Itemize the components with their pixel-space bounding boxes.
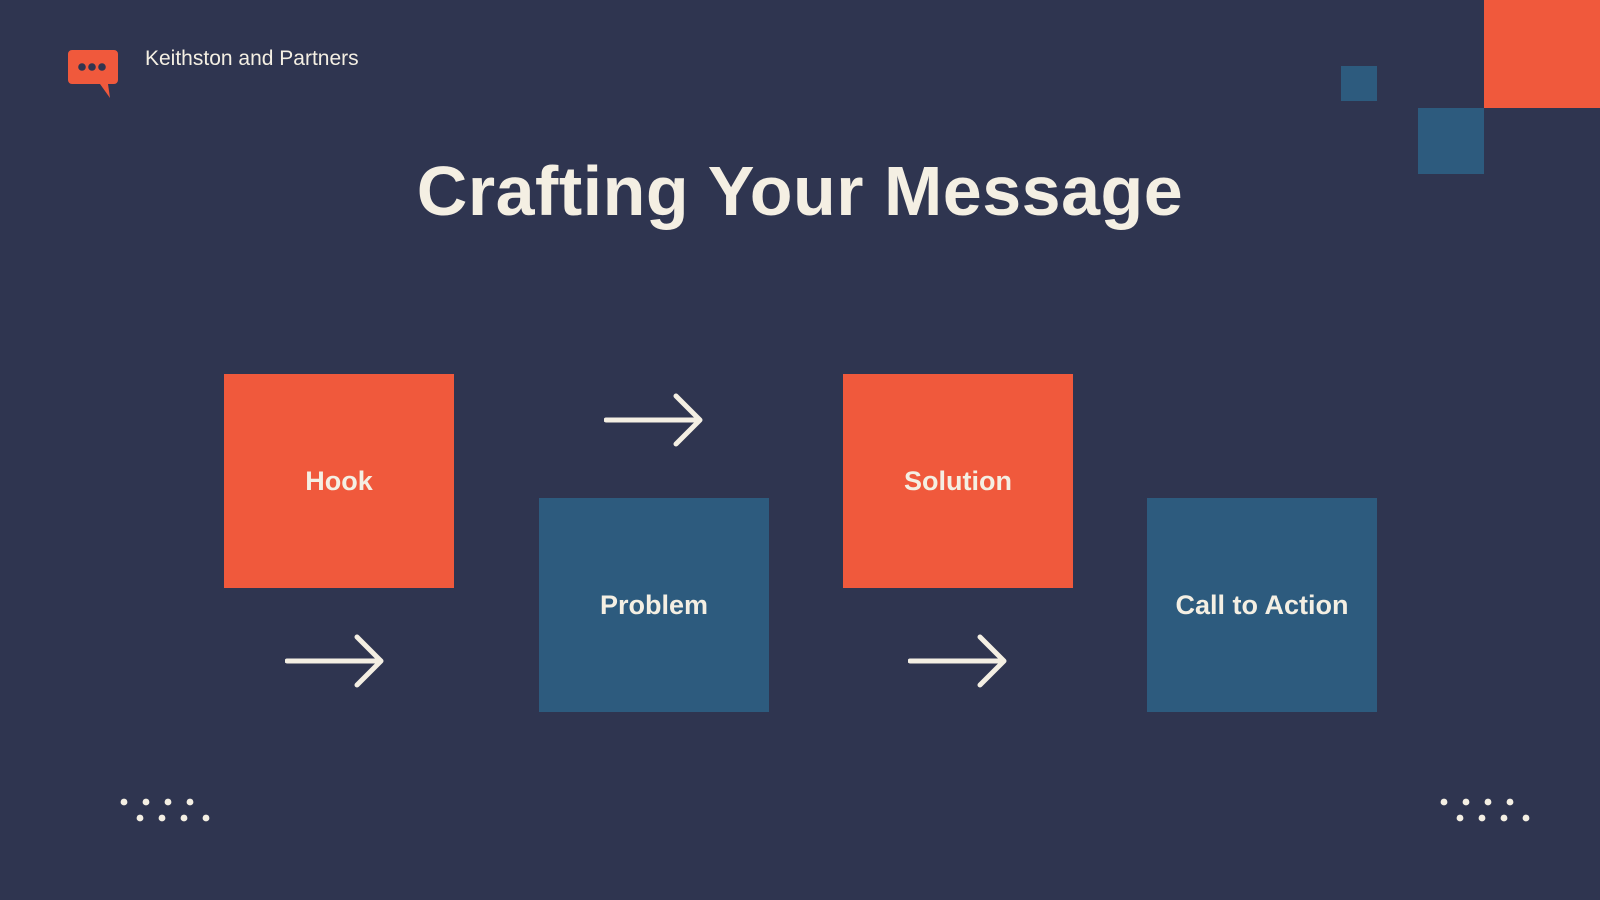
corner-secondary-square-large xyxy=(1418,108,1484,174)
step-hook: Hook xyxy=(224,374,454,588)
step-solution: Solution xyxy=(843,374,1073,588)
slide-title: Crafting Your Message xyxy=(416,152,1184,230)
step-call-to-action: Call to Action xyxy=(1147,498,1377,712)
dot-pattern-icon xyxy=(120,798,210,822)
dot-pattern-icon xyxy=(1440,798,1530,822)
arrow-right-icon xyxy=(908,634,1007,688)
speech-bubble-icon xyxy=(68,50,118,98)
corner-secondary-square-small xyxy=(1341,66,1377,101)
arrow-right-icon xyxy=(604,393,703,447)
arrow-right-icon xyxy=(285,634,384,688)
brand-name: Keithston and Partners xyxy=(145,47,359,70)
corner-accent-square xyxy=(1484,0,1600,108)
step-problem: Problem xyxy=(539,498,769,712)
